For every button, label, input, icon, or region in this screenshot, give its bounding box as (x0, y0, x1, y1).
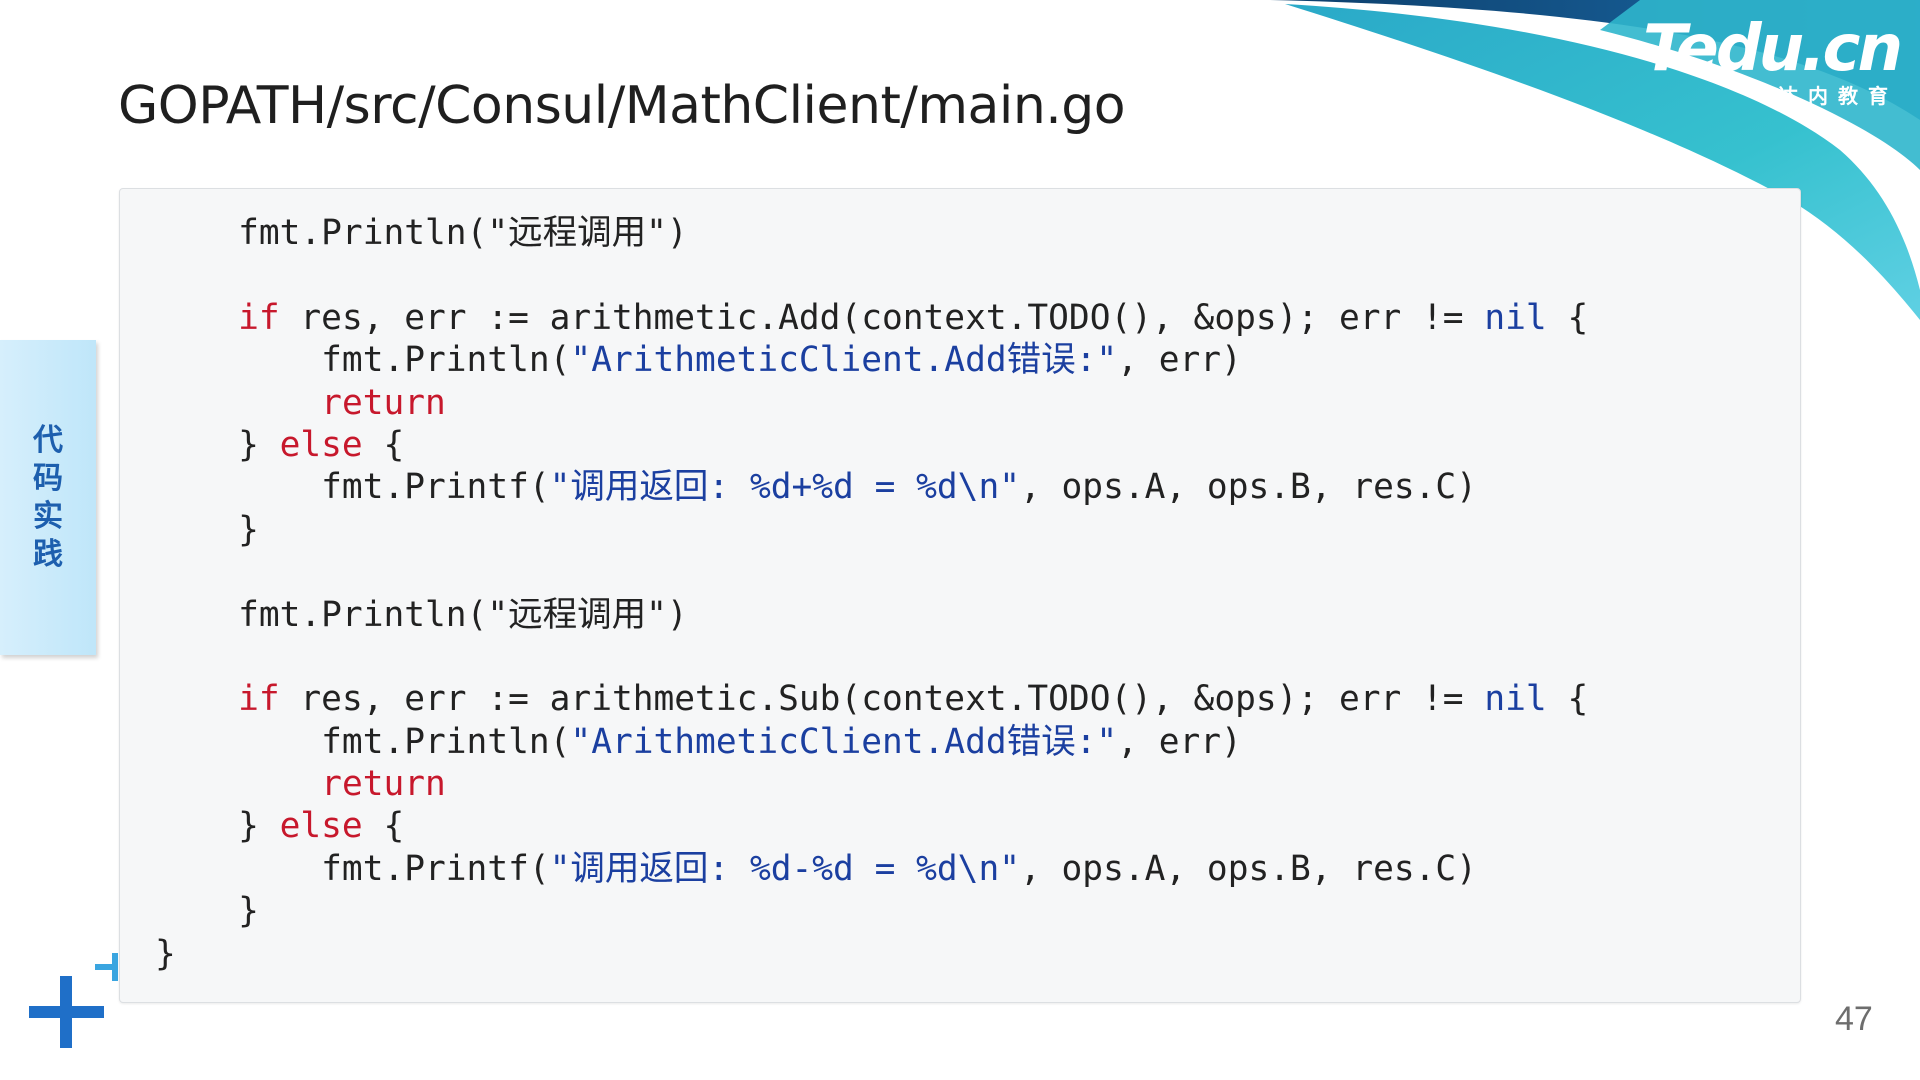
code-text (155, 383, 321, 423)
code-line: if res, err := arithmetic.Add(context.TO… (120, 297, 1800, 339)
code-text (155, 764, 321, 804)
code-text: res, err := arithmetic.Add(context.TODO(… (279, 297, 1485, 338)
code-text: , ops.A, ops.B, res.C) (1020, 848, 1477, 889)
code-text: } (155, 806, 280, 847)
code-text: fmt.Printf( (155, 467, 550, 508)
small-plus-decoration-icon-stem (112, 953, 118, 981)
code-text: { (1546, 679, 1589, 720)
code-keyword: if (238, 297, 280, 338)
small-plus-decoration-icon (95, 964, 117, 970)
code-text: , ops.A, ops.B, res.C) (1020, 467, 1477, 508)
code-text: nil (1484, 297, 1547, 338)
code-text: { (1546, 297, 1589, 338)
code-line: } (120, 890, 1800, 932)
code-text: , err) (1117, 721, 1242, 762)
code-string: "ArithmeticClient.Add错误:" (570, 721, 1118, 762)
code-text: { (362, 424, 405, 465)
plus-decoration-icon-stem (60, 976, 72, 1048)
code-text: } (155, 424, 280, 465)
code-text: ) (666, 213, 688, 253)
code-line: fmt.Println("ArithmeticClient.Add错误:", e… (120, 721, 1800, 763)
code-line (120, 636, 1800, 678)
code-line: fmt.Printf("调用返回: %d+%d = %d\n", ops.A, … (120, 466, 1800, 508)
code-keyword: return (321, 764, 446, 805)
code-text: res, err := arithmetic.Sub(context.TODO(… (279, 679, 1485, 720)
code-string: "调用返回: %d-%d = %d\n" (549, 848, 1020, 889)
code-text: fmt.Println( (155, 340, 571, 381)
code-line: } else { (120, 805, 1800, 847)
tedu-logo: Tedu.cn (1643, 12, 1903, 86)
code-text: fmt.Println( (155, 721, 571, 762)
tedu-logo-subtitle: 达内教育 (1778, 84, 1898, 108)
code-text: , err) (1117, 340, 1242, 381)
code-keyword: else (279, 806, 363, 847)
code-string: "ArithmeticClient.Add错误:" (570, 340, 1118, 381)
code-text (155, 298, 238, 338)
code-line: return (120, 763, 1800, 805)
code-text: ) (666, 594, 688, 635)
code-text: { (362, 806, 405, 847)
code-text: } (155, 891, 259, 932)
brand-logo-block: Tedu.cn 达内教育 (1640, 12, 1903, 109)
code-text (155, 679, 238, 719)
code-text: fmt.Printf( (155, 848, 550, 889)
side-tab-label: 代码实践 (33, 422, 63, 572)
side-tab: 代码实践 (0, 340, 96, 655)
code-line: } (120, 509, 1800, 551)
code-keyword: return (321, 382, 446, 423)
code-line: } (120, 933, 1800, 975)
code-line (120, 254, 1800, 296)
code-text: } (155, 933, 176, 974)
code-keyword: else (279, 424, 363, 465)
code-line: fmt.Println("远程调用") (120, 212, 1800, 254)
code-block: fmt.Println("远程调用") if res, err := arith… (119, 188, 1801, 1003)
code-text: "远程调用" (487, 594, 667, 635)
code-string: "调用返回: %d+%d = %d\n" (549, 467, 1020, 508)
page-number: 47 (1835, 1000, 1873, 1038)
code-text: nil (1484, 679, 1547, 720)
code-text: fmt.Println( (155, 594, 488, 635)
code-text: fmt.Println( (155, 213, 488, 253)
code-line: fmt.Println("ArithmeticClient.Add错误:", e… (120, 339, 1800, 381)
code-line: fmt.Println("远程调用") (120, 594, 1800, 636)
code-keyword: if (238, 679, 280, 720)
code-line: if res, err := arithmetic.Sub(context.TO… (120, 678, 1800, 720)
code-line: fmt.Printf("调用返回: %d-%d = %d\n", ops.A, … (120, 848, 1800, 890)
code-line: return (120, 382, 1800, 424)
code-line: } else { (120, 424, 1800, 466)
code-text: } (155, 509, 259, 550)
page-title: GOPATH/src/Consul/MathClient/main.go (118, 76, 1126, 136)
code-text: "远程调用" (487, 213, 667, 253)
code-line (120, 551, 1800, 593)
